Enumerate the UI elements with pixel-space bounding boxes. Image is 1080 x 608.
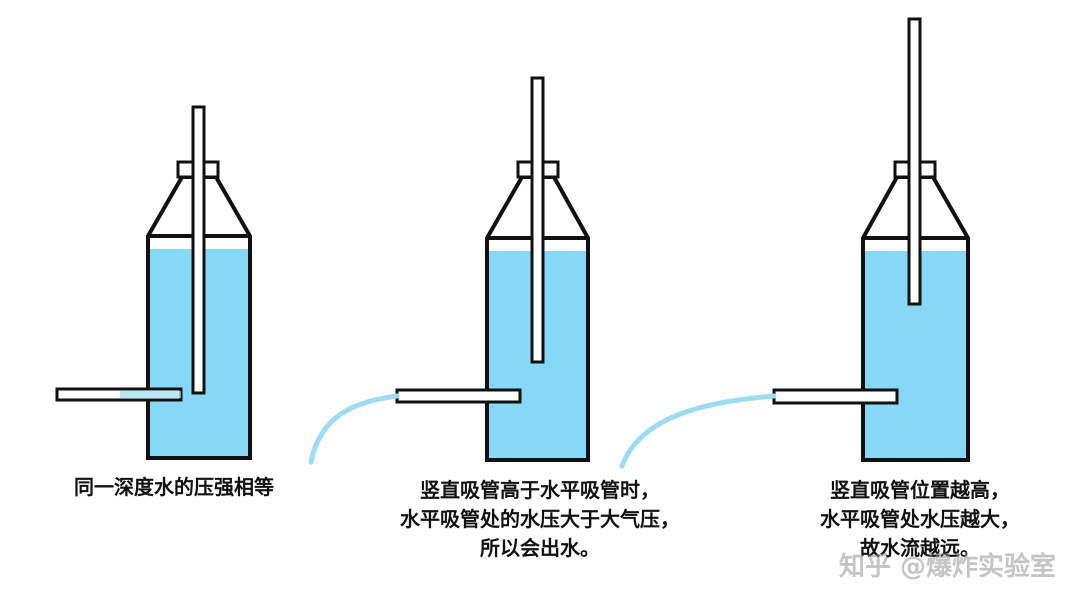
caption-2-line-2: 水平吸管处的水压大于大气压， [400, 507, 680, 531]
bottle-3-horizontal-straw [772, 388, 899, 405]
bottle-1 [55, 105, 252, 460]
caption-2-line-1: 竖直吸管高于水平吸管时， [420, 478, 660, 502]
bottle-3-water-stream [619, 393, 777, 469]
caption-3-line-1: 竖直吸管位置越高， [830, 478, 1010, 502]
caption-3-line-3: 故水流越远。 [860, 536, 980, 560]
caption-vertical-higher: 竖直吸管高于水平吸管时， 水平吸管处的水压大于大气压， 所以会出水。 [350, 476, 730, 563]
bottle-1-straw-water [120, 391, 181, 398]
bottle-3 [619, 17, 970, 469]
bottle-2-horizontal-straw [395, 388, 522, 404]
caption-1-line-1: 同一深度水的压强相等 [74, 475, 274, 499]
caption-3-line-2: 水平吸管处水压越大， [820, 507, 1020, 531]
caption-higher-farther: 竖直吸管位置越高， 水平吸管处水压越大， 故水流越远。 [770, 476, 1070, 563]
bottle-2 [308, 76, 590, 465]
bottle-3-vertical-straw [907, 17, 922, 306]
bottle-2-water-stream [308, 393, 400, 465]
watermark: 知乎 @爆炸实验室 [838, 552, 1056, 582]
caption-equal-depth: 同一深度水的压强相等 [74, 473, 344, 502]
caption-2-line-3: 所以会出水。 [480, 536, 600, 560]
bottle-2-vertical-straw [530, 76, 545, 364]
bottle-1-vertical-straw [191, 105, 206, 395]
